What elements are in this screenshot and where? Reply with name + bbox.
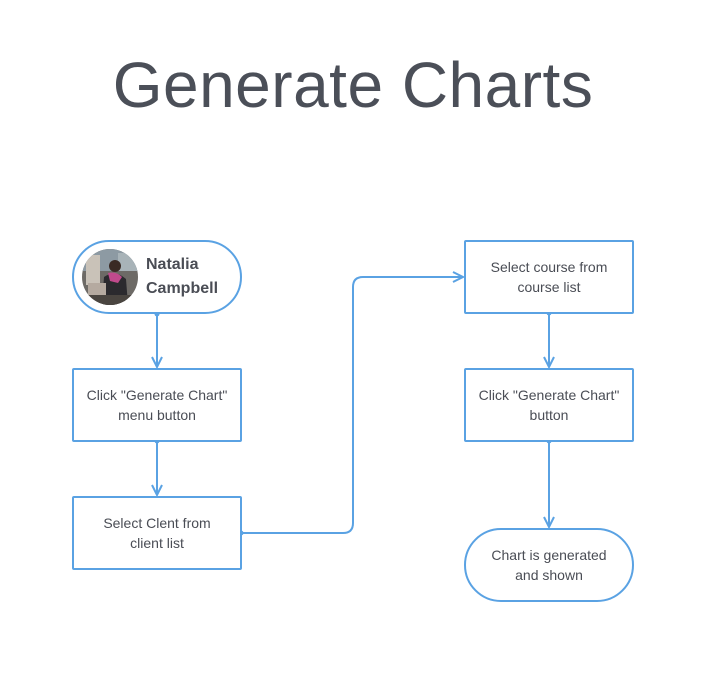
step-click-generate-chart-menu: Click "Generate Chart" menu button — [72, 368, 242, 442]
avatar — [82, 249, 138, 305]
user-name: Natalia Campbell — [146, 256, 219, 297]
step-select-client: Select Clent from client list — [72, 496, 242, 570]
avatar-photo-icon — [82, 249, 138, 305]
step-click-generate-chart-button: Click "Generate Chart" button — [464, 368, 634, 442]
end-node-chart-shown: Chart is generated and shown — [464, 528, 634, 602]
step-select-course: Select course from course list — [464, 240, 634, 314]
diagram-title: Generate Charts — [112, 49, 594, 121]
connector-client-to-course — [241, 277, 463, 534]
start-node-user: Natalia Campbell — [72, 240, 242, 314]
